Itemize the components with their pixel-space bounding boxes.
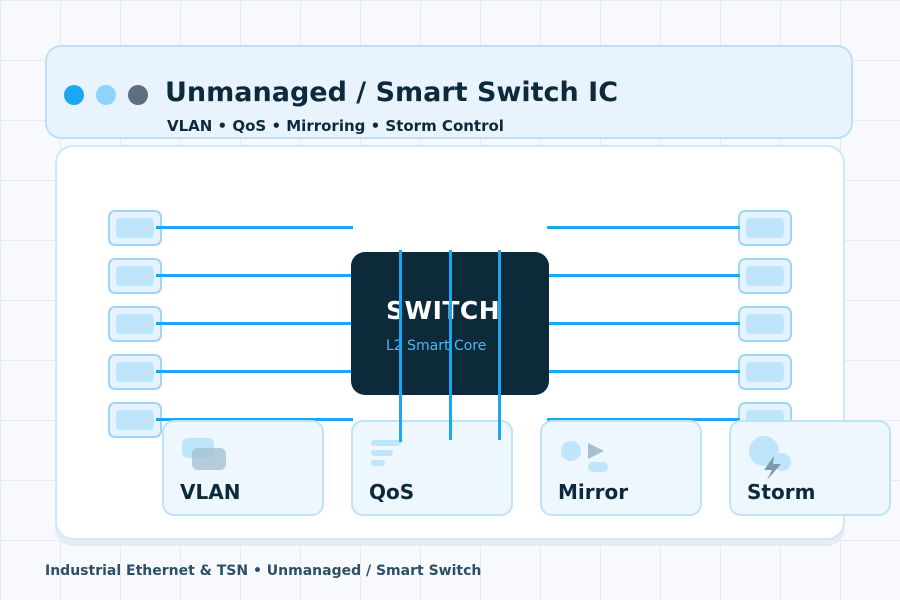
page-title: Unmanaged / Smart Switch IC [165,77,619,108]
wire-right-4 [547,370,740,373]
page-subtitle: VLAN • QoS • Mirroring • Storm Control [167,117,504,135]
wire-right-2 [547,274,740,277]
feature-card-mirror: Mirror [540,420,702,516]
wire-vertical-3 [498,250,501,440]
wire-left-1 [156,226,353,229]
feature-label-qos: QoS [369,480,415,504]
vlan-icon [182,438,226,470]
header-panel: Unmanaged / Smart Switch IC VLAN • QoS •… [45,45,853,139]
port-right-4 [738,354,792,390]
port-right-2 [738,258,792,294]
port-right-1 [738,210,792,246]
wire-left-3 [156,322,353,325]
wire-left-5 [156,418,353,421]
wire-vertical-2 [449,250,452,440]
port-left-4 [108,354,162,390]
storm-lightning-icon [749,436,791,480]
window-dot-blue [64,85,84,105]
mirror-icon [561,441,608,472]
port-left-5 [108,402,162,438]
wire-vertical-1 [399,250,402,442]
port-right-3 [738,306,792,342]
chip-subtitle: L2 Smart Core [386,338,487,354]
window-dot-gray [128,85,148,105]
wire-right-1 [547,226,740,229]
footer-caption: Industrial Ethernet & TSN • Unmanaged / … [45,563,482,579]
wire-left-4 [156,370,353,373]
feature-label-vlan: VLAN [180,480,241,504]
window-dot-light-blue [96,85,116,105]
feature-label-mirror: Mirror [558,480,629,504]
wire-left-2 [156,274,353,277]
wire-right-5 [547,418,740,421]
feature-label-storm: Storm [747,480,816,504]
feature-card-vlan: VLAN [162,420,324,516]
port-left-1 [108,210,162,246]
port-left-3 [108,306,162,342]
chip-title: SWITCH [386,296,501,325]
port-left-2 [108,258,162,294]
wire-right-3 [547,322,740,325]
feature-card-storm: Storm [729,420,891,516]
feature-card-qos: QoS [351,420,513,516]
qos-bars-icon [371,440,401,466]
